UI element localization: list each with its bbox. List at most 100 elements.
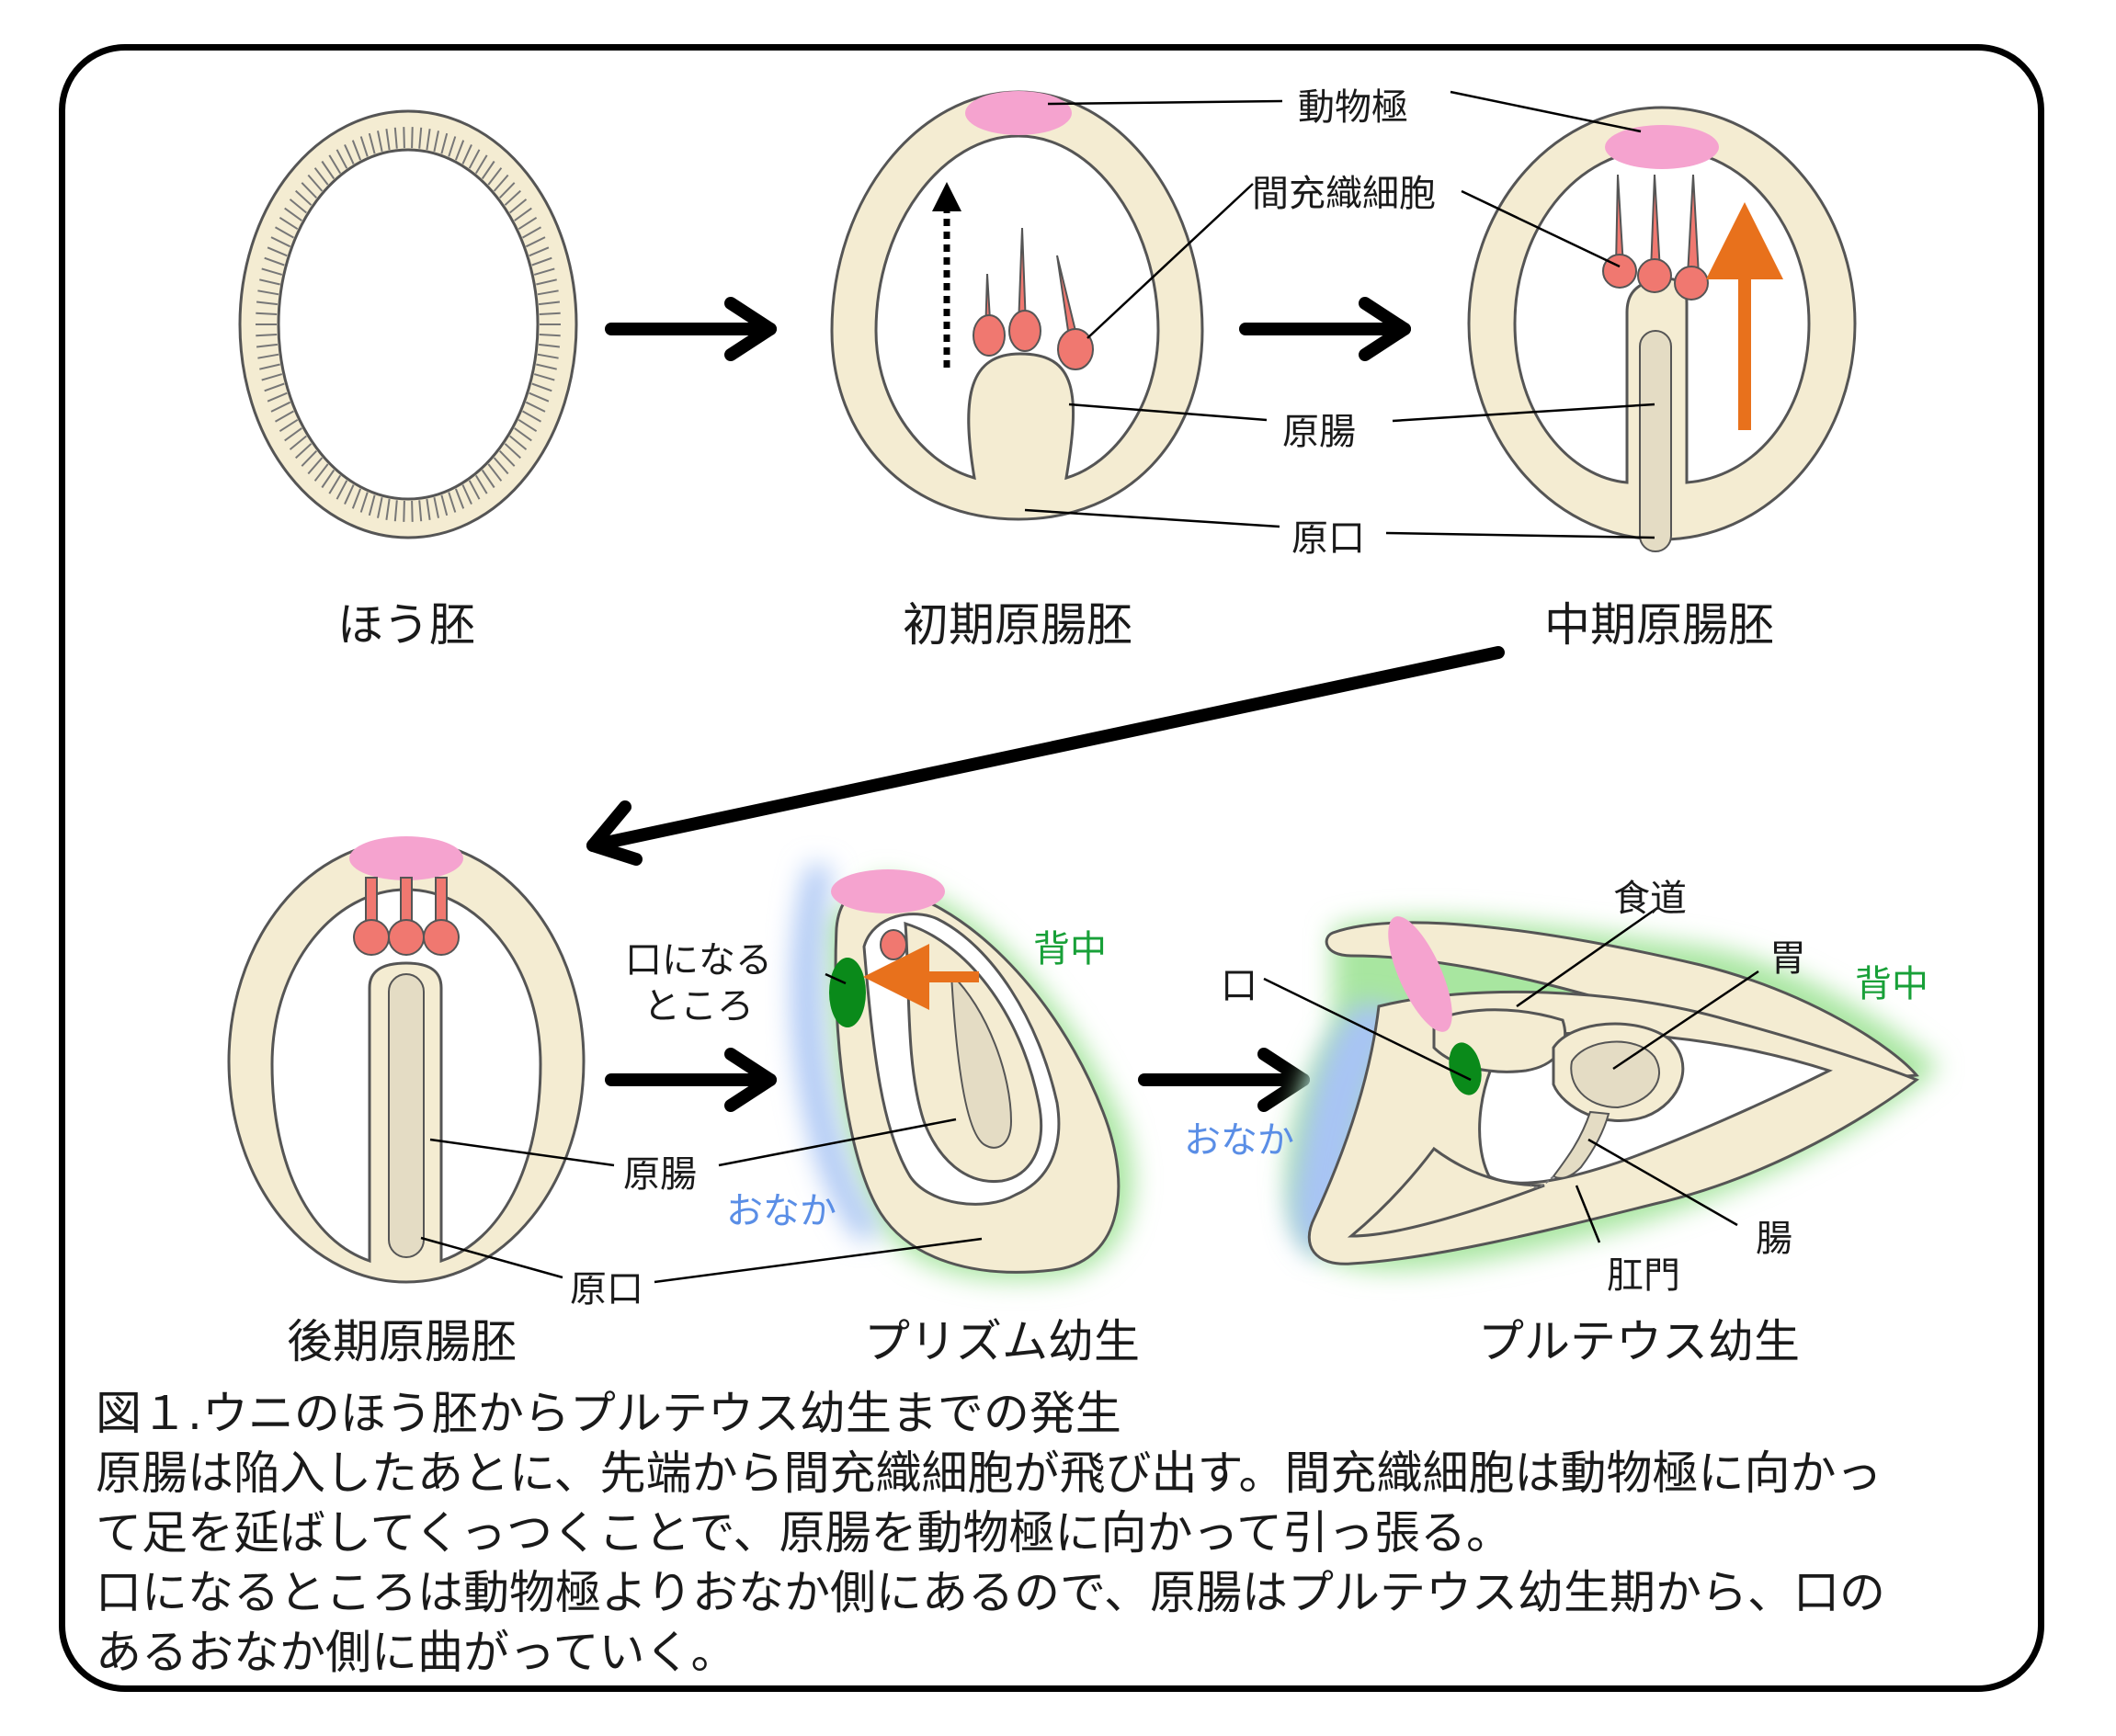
blastula-cell-line	[344, 484, 355, 505]
late-gastrula-embryo	[227, 836, 586, 1284]
blastula-cell-line	[377, 496, 383, 518]
blastula-cell-line	[518, 418, 538, 433]
blastula-cell-line	[385, 498, 391, 520]
blastula-cell-line	[301, 182, 318, 199]
blastula-cell-line	[487, 463, 503, 482]
blastula-cell-line	[256, 301, 279, 306]
prism-larva	[792, 864, 1133, 1280]
blastula-cell-line	[433, 130, 439, 153]
blastula-cell-line	[321, 469, 336, 489]
blastula-cell-line	[368, 494, 376, 516]
blastula-cell-line	[336, 149, 348, 169]
blastula-cell-line	[468, 149, 481, 169]
blastula-cell-line	[529, 246, 550, 257]
blastula-cell-line	[481, 160, 495, 180]
blastula-cell-line	[533, 267, 555, 276]
blastula-cell-line	[275, 410, 294, 423]
blastula-cell-line	[440, 132, 449, 154]
blastula-cell-line	[493, 457, 509, 475]
blastula-cell-line	[537, 353, 559, 359]
blastula-cell-line	[256, 343, 279, 348]
blastula-cell-line	[411, 500, 414, 522]
label-belly-prism: おなか	[726, 1190, 836, 1232]
blastula-cell-line	[518, 216, 538, 231]
blastula-cell-line	[256, 312, 278, 315]
blastula-cell-line	[264, 256, 285, 267]
blastula-cell-line	[267, 391, 288, 403]
blastula-cell-line	[264, 382, 285, 392]
blastula-cell-line	[301, 450, 318, 467]
blastula-cell-line	[448, 136, 457, 157]
blastula-cell-line	[493, 174, 509, 192]
label-future-mouth-1: 口になる	[625, 939, 772, 981]
future-mouth-marker	[829, 958, 866, 1027]
blastula-cell-line	[313, 463, 329, 482]
mesenchyme-cells	[1602, 174, 1709, 301]
blastula-cell-line	[426, 498, 431, 520]
blastula-cell-line	[522, 226, 541, 239]
label-animal-pole: 動物極	[1298, 86, 1408, 129]
blastula-cell-line	[328, 474, 342, 494]
blastula-cell-line	[454, 140, 465, 161]
blastula-cell-line	[481, 469, 495, 489]
blastula-cell-line	[498, 450, 516, 467]
blastula-cell-line	[525, 401, 546, 413]
mid-gastrula-embryo	[1467, 106, 1857, 552]
blastula-cell-line	[536, 363, 557, 370]
caption-line: あるおなか側に曲がっていく。	[96, 1626, 737, 1679]
blastula-cell-line	[454, 488, 465, 509]
blastula-cell-line	[539, 312, 561, 315]
caption-title: 図１.ウニのほう胚からプルテウス幼生までの発生	[96, 1387, 1121, 1440]
label-archenteron-bottom: 原腸	[623, 1153, 697, 1196]
blastula-cell-line	[279, 418, 299, 433]
blastula-cell-line	[344, 143, 355, 165]
blastula-cell-line	[259, 278, 280, 286]
blastula-cell-line	[509, 435, 528, 450]
caption-line: 原腸は陥入したあとに、先端から間充織細胞が飛び出す。間充織細胞は動物極に向かっ	[96, 1447, 1883, 1500]
label-intestine: 腸	[1756, 1218, 1792, 1260]
blastula-cell-line	[418, 500, 423, 522]
label-mesenchyme: 間充織細胞	[1252, 173, 1436, 215]
blastula-cell-line	[267, 246, 288, 257]
caption-line: て足を延ばしてくっつくことで、原腸を動物極に向かって引っ張る。	[96, 1506, 1512, 1560]
blastula-cell-line	[498, 182, 516, 199]
blastula-cell-line	[514, 207, 532, 221]
mesenchyme-cells	[973, 227, 1094, 370]
blastula-cell-line	[261, 373, 283, 381]
animal-pole-marker	[1605, 125, 1719, 169]
label-future-mouth-2: ところ	[643, 985, 754, 1027]
blastula-cell-line	[321, 160, 336, 180]
blastula-cell-line	[531, 256, 552, 267]
figure-caption: 図１.ウニのほう胚からプルテウス幼生までの発生 原腸は陥入したあとに、先端から間…	[96, 1384, 2008, 1683]
leader-lines	[420, 90, 1759, 1284]
stage-arrows	[586, 297, 1505, 1112]
blastula-cell-line	[289, 199, 307, 214]
animal-pole-marker	[831, 869, 945, 913]
blastula-cell-line	[514, 427, 532, 442]
blastula-cell-line	[538, 343, 561, 348]
blastula-cell-line	[487, 167, 503, 186]
blastula-cell-line	[351, 140, 362, 161]
blastula-cell-line	[377, 130, 383, 153]
animal-pole-marker	[965, 91, 1072, 135]
blastula-cell-line	[525, 236, 546, 248]
blastula-cell-line	[418, 127, 423, 149]
blastula-cell-line	[295, 189, 313, 206]
stage-label-blastula: ほう胚	[337, 598, 475, 652]
dotted-arrow-head	[932, 182, 961, 211]
blastula-cell-line	[359, 492, 369, 513]
label-belly-pluteus: おなか	[1184, 1119, 1294, 1162]
blastula-cell-line	[538, 301, 561, 306]
blastula-cell-line	[433, 496, 439, 518]
label-anus: 肛門	[1607, 1254, 1680, 1297]
blastula-embryo	[238, 109, 578, 539]
blastula-cell-line	[474, 474, 488, 494]
stage-label-late-gastrula: 後期原腸胚	[287, 1315, 517, 1368]
label-back-pluteus: 背中	[1855, 963, 1928, 1005]
blastula-cell-line	[461, 484, 472, 505]
stage-label-early-gastrula: 初期原腸胚	[903, 598, 1132, 652]
blastula-cell-line	[385, 129, 391, 151]
blastula-cell-line	[531, 382, 552, 392]
stage-label-prism: プリズム幼生	[864, 1315, 1140, 1368]
blastula-cell-line	[393, 500, 398, 522]
